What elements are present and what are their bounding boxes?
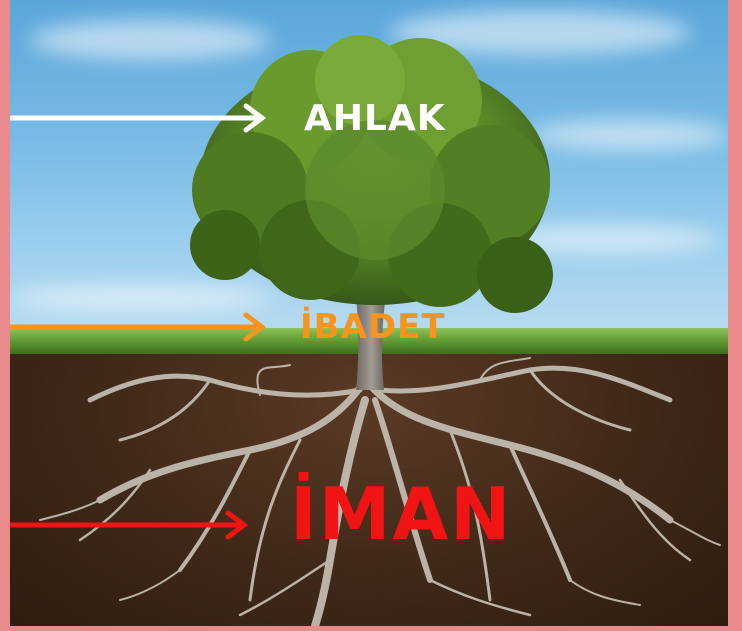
arrow-right-icon: [10, 513, 244, 537]
tree-foliage: [190, 35, 553, 313]
arrow-right-icon: [10, 315, 262, 339]
label-ibadet: İBADET: [300, 307, 446, 347]
label-ahlak: AHLAK: [304, 98, 446, 139]
label-iman: İMAN: [290, 472, 512, 556]
tree-scene: AHLAK İBADET İMAN: [10, 0, 728, 626]
